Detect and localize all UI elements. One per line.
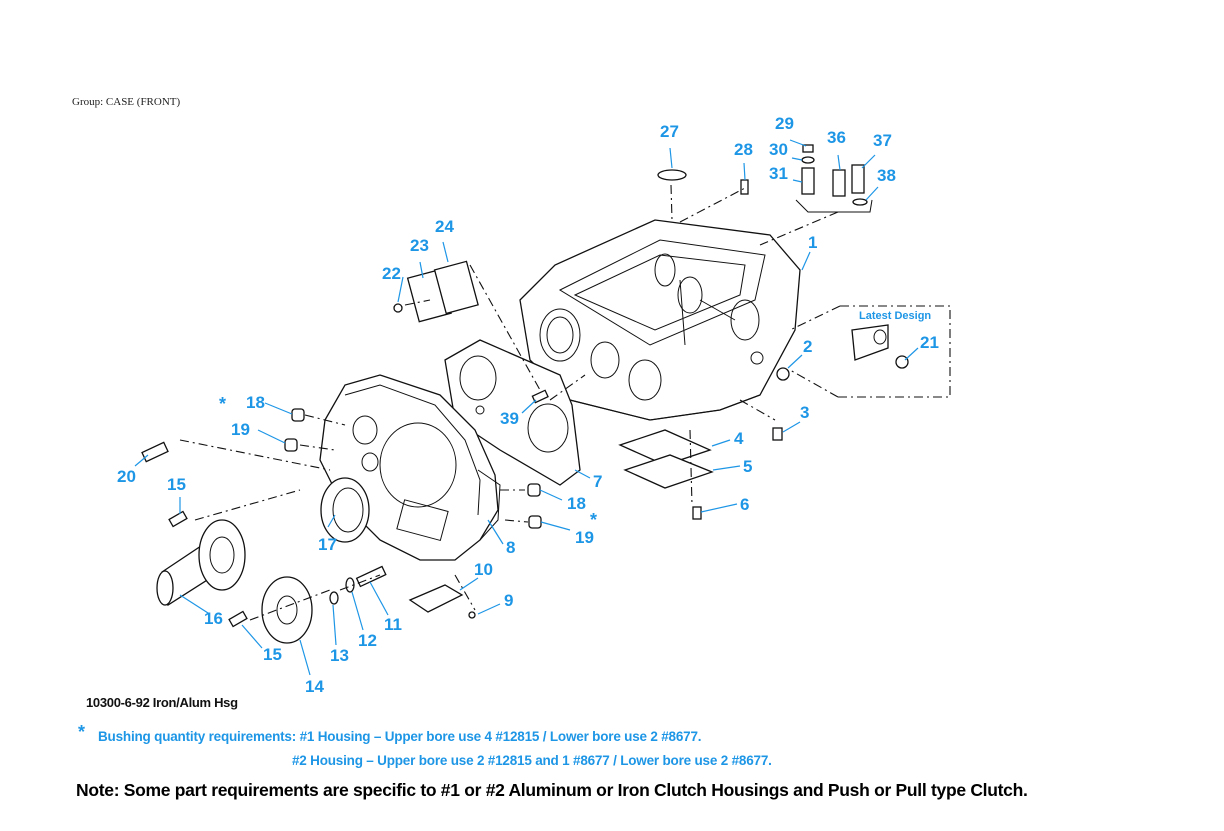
figure-id: 10300-6-92 Iron/Alum Hsg bbox=[86, 695, 238, 710]
callout-15b: 15 bbox=[263, 645, 282, 664]
callout-19b: 19 bbox=[575, 528, 594, 547]
general-note: Note: Some part requirements are specifi… bbox=[76, 780, 1028, 800]
callout-27: 27 bbox=[660, 122, 679, 141]
callout-14: 14 bbox=[305, 677, 324, 696]
callout-36: 36 bbox=[827, 128, 846, 147]
callout-22: 22 bbox=[382, 264, 401, 283]
callout-11: 11 bbox=[384, 615, 402, 634]
callout-9: 9 bbox=[504, 591, 513, 610]
callout-31: 31 bbox=[769, 164, 788, 183]
group-label: Group: CASE (FRONT) bbox=[72, 96, 181, 108]
housing-gasket-ring bbox=[320, 477, 370, 543]
callout-18a: 18 bbox=[246, 393, 265, 412]
callout-10: 10 bbox=[474, 560, 493, 579]
callout-18b: 18 bbox=[567, 494, 586, 513]
callout-15a: 15 bbox=[167, 475, 186, 494]
callout-29: 29 bbox=[775, 114, 794, 133]
callout-39: 39 bbox=[500, 409, 519, 428]
callout-37: 37 bbox=[873, 131, 892, 150]
callout-12: 12 bbox=[358, 631, 377, 650]
callout-2: 2 bbox=[803, 337, 812, 356]
callout-7: 7 bbox=[593, 472, 602, 491]
callout-19a: 19 bbox=[231, 420, 250, 439]
retainer-plate bbox=[261, 576, 313, 644]
callout-23: 23 bbox=[410, 236, 429, 255]
callout-38: 38 bbox=[877, 166, 896, 185]
bushing-note-line1: Bushing quantity requirements: #1 Housin… bbox=[98, 729, 702, 744]
leader-lines bbox=[134, 139, 919, 676]
callout-17: 17 bbox=[318, 535, 337, 554]
callout-21: 21 bbox=[920, 333, 939, 352]
callout-3: 3 bbox=[800, 403, 809, 422]
callout-4: 4 bbox=[734, 429, 744, 448]
transmission-case bbox=[519, 219, 801, 421]
latest-design-inset bbox=[789, 305, 951, 398]
callout-1: 1 bbox=[808, 233, 817, 252]
star-marker-lower: * bbox=[590, 510, 597, 530]
front-bearing-retainer bbox=[156, 519, 246, 607]
assembly-lines bbox=[179, 184, 873, 621]
part-callouts: 1 2 3 4 5 6 7 8 9 10 11 12 13 14 15 15 1… bbox=[117, 114, 939, 696]
note-star: * bbox=[78, 722, 86, 742]
callout-30: 30 bbox=[769, 140, 788, 159]
callout-5: 5 bbox=[743, 457, 752, 476]
callout-6: 6 bbox=[740, 495, 749, 514]
front-case-gasket bbox=[444, 339, 581, 486]
inset-title: Latest Design bbox=[859, 310, 931, 322]
bushing-note-line2: #2 Housing – Upper bore use 2 #12815 and… bbox=[292, 753, 772, 768]
star-marker-upper: * bbox=[219, 394, 226, 414]
callout-16: 16 bbox=[204, 609, 223, 628]
callout-8: 8 bbox=[506, 538, 515, 557]
callout-20: 20 bbox=[117, 467, 136, 486]
callout-13: 13 bbox=[330, 646, 349, 665]
callout-24: 24 bbox=[435, 217, 454, 236]
hardware-parts bbox=[141, 144, 868, 628]
callout-28: 28 bbox=[734, 140, 753, 159]
